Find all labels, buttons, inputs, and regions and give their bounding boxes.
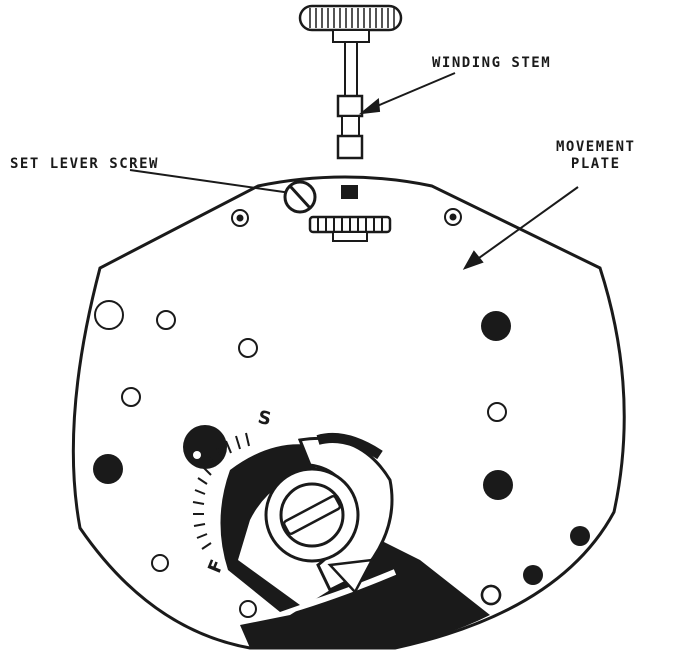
balance-cock-foot: [240, 540, 490, 648]
hole: [156, 310, 176, 330]
stem-slot: [341, 185, 358, 199]
stem-shaft: [344, 41, 358, 98]
jewel: [481, 311, 511, 341]
winding-stem-arrowhead: [358, 98, 381, 115]
regulator-assembly: [220, 432, 394, 612]
jewel: [483, 470, 513, 500]
hole: [239, 600, 257, 618]
hole: [121, 387, 141, 407]
movement-plate-label: MOVEMENT PLATE: [556, 139, 635, 173]
stem-collar: [336, 94, 364, 118]
winding-wheel: [308, 215, 392, 242]
hole: [94, 300, 124, 330]
winding-stem-leader: [369, 72, 456, 110]
callout-lines: [129, 72, 579, 270]
hole: [151, 554, 169, 572]
movement-plate: [71, 175, 626, 650]
crown: [298, 4, 403, 32]
regulator-pointer: [327, 558, 375, 595]
jewel: [570, 526, 590, 546]
regulator-scale: [192, 432, 250, 550]
set-lever-screw-leader: [129, 169, 299, 195]
movement-plate-label-line1: MOVEMENT: [556, 139, 636, 155]
winding-stem: [298, 4, 403, 160]
jewel: [523, 565, 543, 585]
movement-plate-label-line2: PLATE: [570, 156, 621, 172]
stem-square: [341, 115, 360, 137]
set-lever-screw: [283, 180, 317, 214]
jewel: [93, 454, 123, 484]
winding-stem-label: WINDING STEM: [432, 55, 552, 71]
movement-plate-arrowhead: [462, 250, 484, 270]
hole: [238, 338, 258, 358]
set-lever-screw-label: SET LEVER SCREW: [10, 156, 159, 172]
jewel: [183, 425, 227, 469]
crown-neck: [332, 29, 370, 43]
hole: [487, 402, 507, 422]
stem-tip: [336, 134, 364, 160]
movement-plate-leader: [471, 186, 579, 264]
regulator-arm-dark: [220, 444, 316, 612]
